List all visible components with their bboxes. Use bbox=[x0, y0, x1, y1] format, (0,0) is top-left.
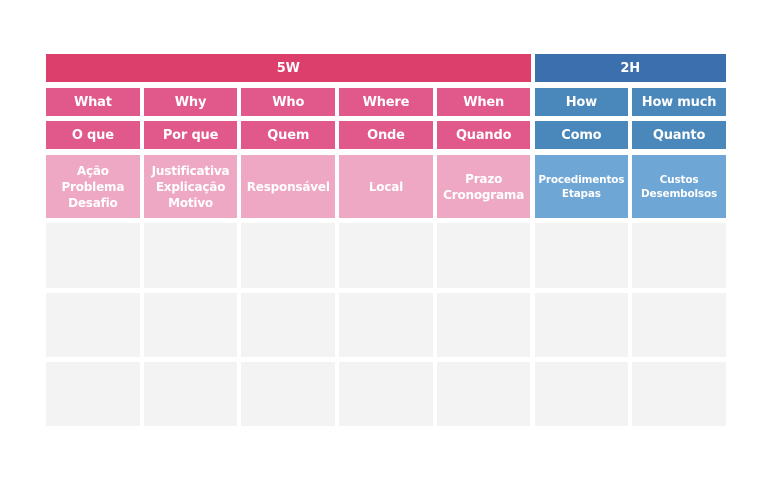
empty-cell[interactable] bbox=[534, 223, 629, 288]
empty-cell[interactable] bbox=[632, 223, 726, 288]
description-who: Responsável bbox=[241, 155, 336, 218]
empty-cell[interactable] bbox=[46, 362, 140, 426]
empty-cell[interactable] bbox=[143, 223, 238, 288]
empty-cell[interactable] bbox=[143, 293, 238, 357]
header-en-where: Where bbox=[339, 88, 433, 116]
group-header-5w: 5W bbox=[46, 54, 531, 82]
header-pt-who: Quem bbox=[241, 121, 336, 149]
empty-cell[interactable] bbox=[46, 223, 140, 288]
empty-cell[interactable] bbox=[241, 362, 336, 426]
empty-cell[interactable] bbox=[339, 223, 433, 288]
empty-cell[interactable] bbox=[436, 362, 531, 426]
header-pt-how-much: Quanto bbox=[632, 121, 726, 149]
description-how-much: Custos Desembolsos bbox=[632, 155, 726, 218]
empty-cell[interactable] bbox=[632, 362, 726, 426]
description-where: Local bbox=[339, 155, 433, 218]
header-pt-where: Onde bbox=[339, 121, 433, 149]
description-why: Justificativa Explicação Motivo bbox=[143, 155, 238, 218]
empty-cell[interactable] bbox=[436, 293, 531, 357]
header-pt-why: Por que bbox=[143, 121, 238, 149]
empty-cell[interactable] bbox=[46, 293, 140, 357]
header-en-when: When bbox=[436, 88, 531, 116]
description-how: Procedimentos Etapas bbox=[534, 155, 629, 218]
empty-cell[interactable] bbox=[339, 293, 433, 357]
group-header-2h: 2H bbox=[534, 54, 726, 82]
header-pt-how: Como bbox=[534, 121, 629, 149]
empty-cell[interactable] bbox=[534, 362, 629, 426]
empty-cell[interactable] bbox=[632, 293, 726, 357]
empty-cell[interactable] bbox=[436, 223, 531, 288]
empty-cell[interactable] bbox=[241, 223, 336, 288]
description-what: Ação Problema Desafio bbox=[46, 155, 140, 218]
empty-cell[interactable] bbox=[143, 362, 238, 426]
header-en-how-much: How much bbox=[632, 88, 726, 116]
description-when: Prazo Cronograma bbox=[436, 155, 531, 218]
header-pt-what: O que bbox=[46, 121, 140, 149]
empty-cell[interactable] bbox=[339, 362, 433, 426]
header-en-who: Who bbox=[241, 88, 336, 116]
empty-cell[interactable] bbox=[534, 293, 629, 357]
empty-cell[interactable] bbox=[241, 293, 336, 357]
header-pt-when: Quando bbox=[436, 121, 531, 149]
header-en-why: Why bbox=[143, 88, 238, 116]
header-en-what: What bbox=[46, 88, 140, 116]
header-en-how: How bbox=[534, 88, 629, 116]
